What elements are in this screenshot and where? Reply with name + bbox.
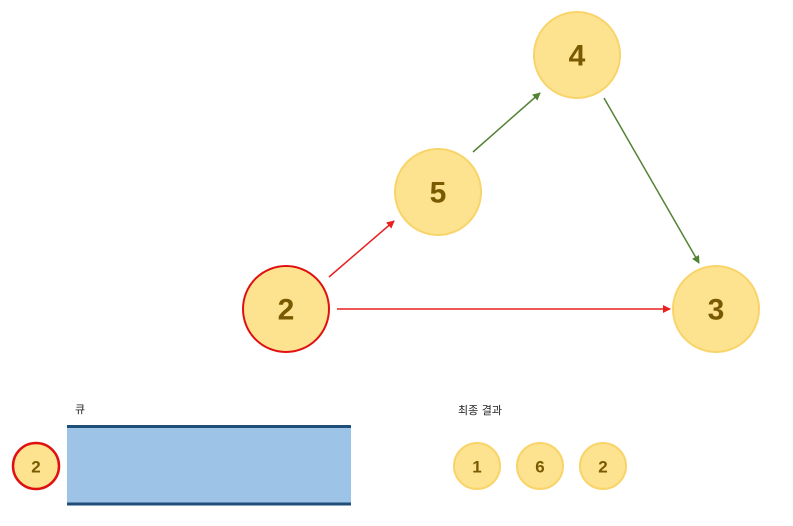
queue-current-label: 2 <box>31 458 40 477</box>
result-label: 최종 결과 <box>458 404 502 417</box>
queue-current-node: 2 <box>11 441 61 491</box>
result-item: 2 <box>579 442 627 490</box>
queue-box <box>67 426 351 504</box>
node-label: 4 <box>569 40 586 73</box>
graph-edges <box>328 92 700 313</box>
edge-4-to-3 <box>603 97 700 264</box>
node-label: 3 <box>708 294 725 327</box>
result-item-label: 1 <box>472 458 481 477</box>
queue-label: 큐 <box>75 403 85 416</box>
graph-node-2: 2 <box>242 265 330 353</box>
result-item: 1 <box>453 442 501 490</box>
edge-5-to-4 <box>472 92 541 153</box>
result-item-label: 2 <box>598 458 607 477</box>
result-section: 최종 결과 1 6 2 <box>453 404 627 490</box>
graph-node-4: 4 <box>533 11 621 99</box>
graph-node-3: 3 <box>672 265 760 353</box>
node-label: 5 <box>430 177 447 210</box>
result-item: 6 <box>516 442 564 490</box>
edge-2-to-5 <box>328 220 395 278</box>
graph-node-5: 5 <box>394 148 482 236</box>
queue-section: 큐 2 <box>11 403 351 506</box>
result-item-label: 6 <box>535 458 544 477</box>
node-label: 2 <box>278 294 295 327</box>
